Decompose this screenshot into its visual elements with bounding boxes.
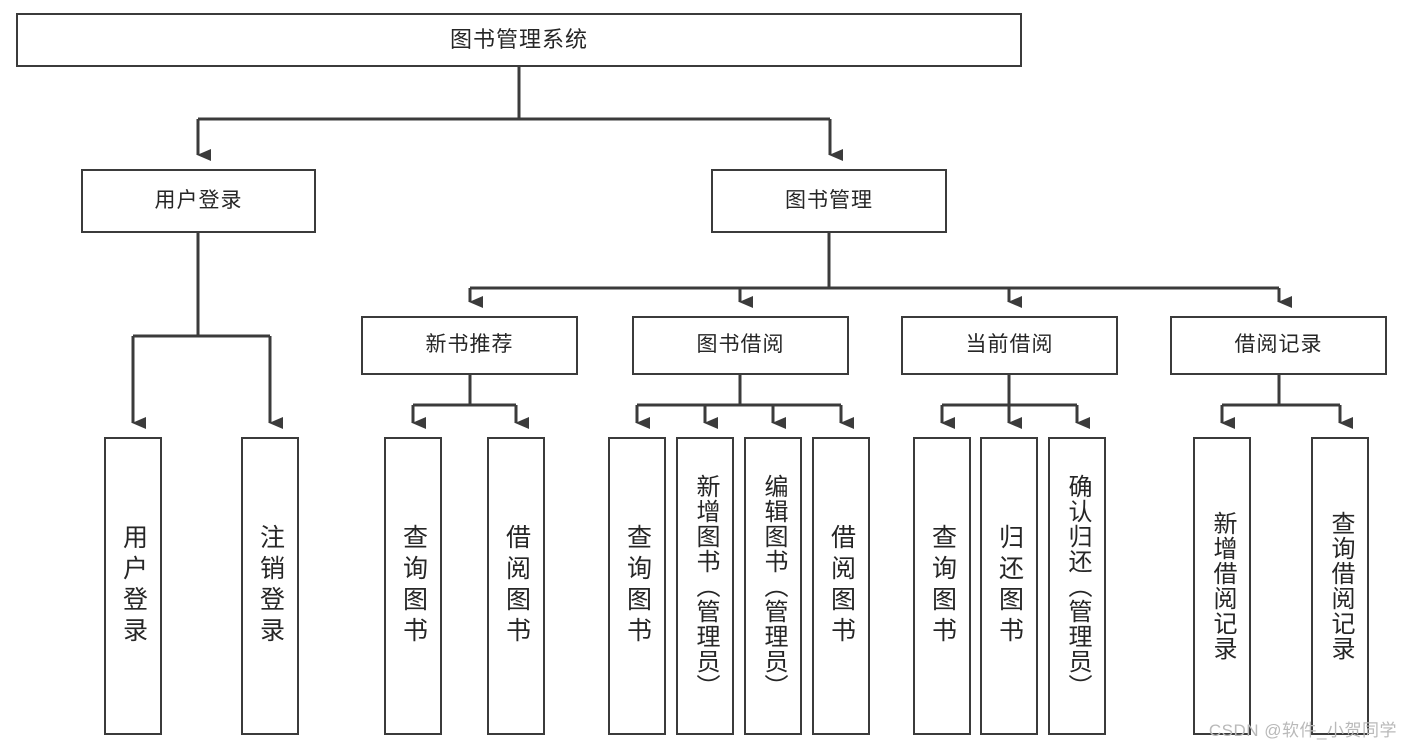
node-root-label: 图书管理系统 <box>449 27 588 53</box>
node-leaf-confirm-return-admin[interactable]: 确认归还（管理员） <box>1048 437 1106 735</box>
node-leaf-query-book-1[interactable]: 查询图书 <box>384 437 442 735</box>
node-user-login-label: 用户登录 <box>154 188 243 212</box>
node-new-book-recommend-label: 新书推荐 <box>425 333 514 357</box>
node-leaf-user-login-label: 用户登录 <box>119 524 148 648</box>
node-leaf-borrow-book-2[interactable]: 借阅图书 <box>812 437 870 735</box>
node-leaf-add-book-admin-label: 新增图书（管理员） <box>692 473 719 699</box>
node-leaf-borrow-book-1-label: 借阅图书 <box>502 524 531 648</box>
node-root[interactable]: 图书管理系统 <box>16 13 1022 67</box>
node-book-borrow-label: 图书借阅 <box>696 333 785 357</box>
node-book-management[interactable]: 图书管理 <box>711 169 947 233</box>
node-leaf-query-book-1-label: 查询图书 <box>399 524 428 648</box>
node-leaf-edit-book-admin[interactable]: 编辑图书（管理员） <box>744 437 802 735</box>
node-leaf-user-login[interactable]: 用户登录 <box>104 437 162 735</box>
node-leaf-edit-book-admin-label: 编辑图书（管理员） <box>760 473 787 699</box>
node-leaf-borrow-book-2-label: 借阅图书 <box>827 524 856 648</box>
node-leaf-query-borrow-record-label: 查询借阅记录 <box>1327 511 1354 661</box>
node-leaf-add-borrow-record[interactable]: 新增借阅记录 <box>1193 437 1251 735</box>
node-leaf-add-book-admin[interactable]: 新增图书（管理员） <box>676 437 734 735</box>
node-leaf-query-book-2-label: 查询图书 <box>623 524 652 648</box>
node-current-borrow[interactable]: 当前借阅 <box>901 316 1118 375</box>
node-leaf-query-book-2[interactable]: 查询图书 <box>608 437 666 735</box>
node-borrow-record[interactable]: 借阅记录 <box>1170 316 1387 375</box>
node-leaf-add-borrow-record-label: 新增借阅记录 <box>1209 511 1236 661</box>
node-new-book-recommend[interactable]: 新书推荐 <box>361 316 578 375</box>
csdn-watermark: CSDN @软件_小贺同学 <box>1208 721 1397 740</box>
node-leaf-query-borrow-record[interactable]: 查询借阅记录 <box>1311 437 1369 735</box>
node-borrow-record-label: 借阅记录 <box>1234 333 1323 357</box>
node-book-management-label: 图书管理 <box>785 188 873 212</box>
node-leaf-logout[interactable]: 注销登录 <box>241 437 299 735</box>
node-leaf-return-book-label: 归还图书 <box>995 524 1024 648</box>
node-leaf-logout-label: 注销登录 <box>256 524 285 648</box>
node-current-borrow-label: 当前借阅 <box>965 333 1054 357</box>
node-leaf-confirm-return-admin-label: 确认归还（管理员） <box>1064 473 1091 699</box>
node-leaf-query-book-3[interactable]: 查询图书 <box>913 437 971 735</box>
node-leaf-borrow-book-1[interactable]: 借阅图书 <box>487 437 545 735</box>
node-user-login[interactable]: 用户登录 <box>81 169 316 233</box>
node-leaf-query-book-3-label: 查询图书 <box>928 524 957 648</box>
node-book-borrow[interactable]: 图书借阅 <box>632 316 849 375</box>
node-leaf-return-book[interactable]: 归还图书 <box>980 437 1038 735</box>
